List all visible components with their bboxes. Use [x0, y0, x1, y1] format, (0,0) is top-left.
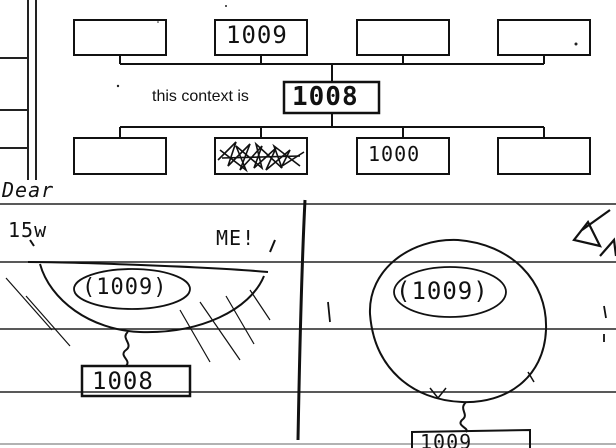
top-box-4	[498, 20, 590, 55]
scribble-mark	[218, 142, 304, 170]
bottom-box-3-value: 1000	[368, 142, 420, 166]
left-corner-note: 15w	[8, 218, 47, 242]
scribble-label: Dear	[2, 178, 54, 202]
top-box-3	[357, 20, 449, 55]
bottom-box-1	[74, 138, 166, 174]
right-tag-value: 1009	[420, 430, 472, 448]
left-margin-lines	[0, 0, 36, 180]
ruled-lines	[0, 204, 616, 444]
circle-value: (1009)	[396, 277, 489, 305]
context-sentence: this context is	[152, 88, 249, 106]
left-tag-value: 1008	[92, 367, 154, 395]
top-box-1	[74, 20, 166, 55]
context-value: 1008	[292, 82, 359, 112]
scan-specks	[117, 5, 578, 87]
arrow-doodle	[574, 210, 616, 256]
left-right-note: ME!	[216, 226, 255, 250]
bowl-value: (1009)	[82, 275, 167, 300]
bottom-box-4	[498, 138, 590, 174]
right-circle-sketch	[328, 240, 606, 448]
top-box-2-value: 1009	[226, 21, 288, 49]
center-divider	[298, 200, 305, 440]
